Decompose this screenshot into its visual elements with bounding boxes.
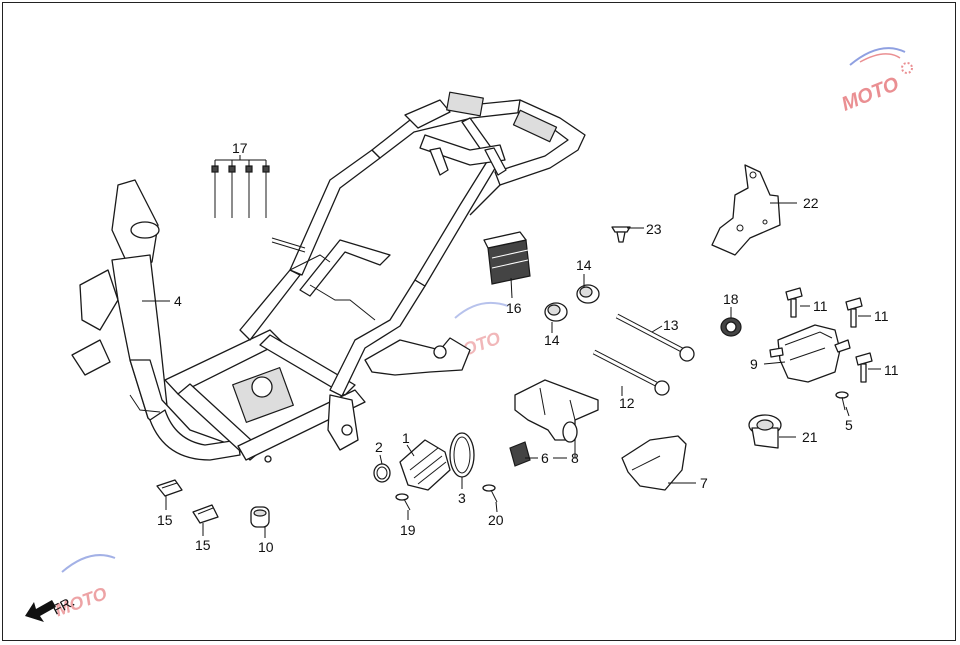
- cable-tie-set: [211, 165, 270, 218]
- part-number-22: 22: [803, 195, 819, 211]
- speed-nut-a: [156, 479, 183, 497]
- part-number-17: 17: [232, 140, 248, 156]
- leader-lines: [142, 155, 881, 538]
- part-number-labels: 17 4 16 14 14 13 12 23 22 18 11 11 11 9 …: [157, 140, 899, 555]
- part-number-7: 7: [700, 475, 708, 491]
- part-number-10: 10: [258, 539, 274, 555]
- rubber-bumper: [250, 506, 270, 528]
- part-number-16: 16: [506, 300, 522, 316]
- battery-tray: [769, 324, 851, 383]
- part-number-1: 1: [402, 430, 410, 446]
- part-number-18: 18: [723, 291, 739, 307]
- rubber-damper: [483, 231, 531, 285]
- flange-bolt-a: [785, 287, 803, 318]
- long-bolt-lower: [592, 349, 670, 396]
- part-number-20: 20: [488, 512, 504, 528]
- bracket-plate: [711, 164, 781, 256]
- bolt-20: [482, 484, 498, 503]
- part-number-12: 12: [619, 395, 635, 411]
- main-frame-drawing: [71, 91, 586, 463]
- stand-guard-plate: [621, 435, 687, 491]
- hose-clamp-small: [373, 463, 391, 483]
- stand-stopper: [509, 441, 531, 467]
- part-number-3: 3: [458, 490, 466, 506]
- flange-bolt-b: [845, 297, 863, 328]
- part-number-21: 21: [802, 429, 818, 445]
- flange-bolt-c: [855, 352, 873, 383]
- part-number-9: 9: [750, 356, 758, 372]
- push-clip: [611, 226, 631, 243]
- part-number-2: 2: [375, 439, 383, 455]
- bushing-upper: [576, 284, 600, 304]
- bushing-lower: [544, 302, 568, 322]
- watermark-logo-top-right: MOTO: [838, 47, 913, 116]
- hose-clamp-large: [449, 432, 475, 478]
- part-number-19: 19: [400, 522, 416, 538]
- part-number-11-a: 11: [813, 298, 828, 314]
- rubber-cap: [748, 414, 782, 449]
- grommet: [720, 317, 742, 337]
- long-bolt-upper: [615, 313, 695, 362]
- speed-nut-b: [192, 504, 219, 524]
- part-number-13: 13: [663, 317, 679, 333]
- front-arrow-icon: [25, 600, 56, 622]
- air-duct-boot: [399, 439, 451, 491]
- part-number-6: 6: [541, 450, 549, 466]
- part-number-14-upper: 14: [576, 257, 592, 273]
- part-number-11-c: 11: [884, 362, 899, 378]
- watermark-text: MOTO: [838, 73, 902, 116]
- part-number-5: 5: [845, 417, 853, 433]
- screw: [835, 391, 849, 411]
- center-stand: [514, 379, 599, 443]
- part-number-15-b: 15: [195, 537, 211, 553]
- bolt-19: [395, 493, 411, 511]
- part-number-14-lower: 14: [544, 332, 560, 348]
- part-number-23: 23: [646, 221, 662, 237]
- part-number-8: 8: [571, 450, 579, 466]
- front-direction-indicator: FR.: [25, 593, 77, 622]
- part-number-15-a: 15: [157, 512, 173, 528]
- part-number-11-b: 11: [874, 308, 889, 324]
- part-number-4: 4: [174, 293, 182, 309]
